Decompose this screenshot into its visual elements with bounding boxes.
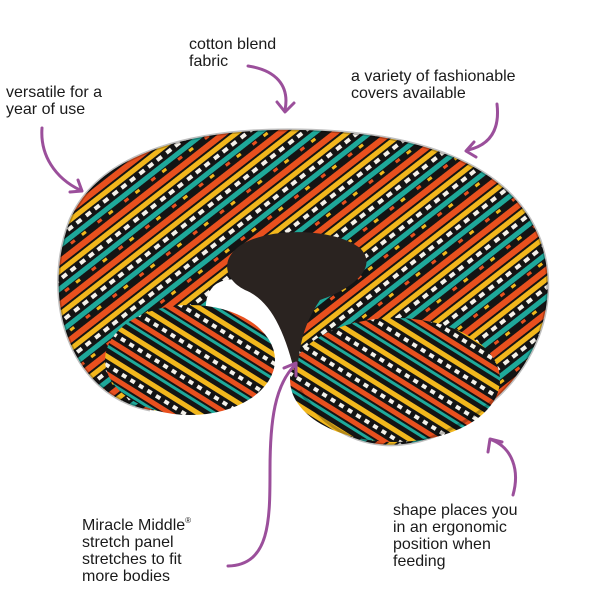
pillow-center-opening (227, 232, 367, 378)
label-ergonomic-shape: shape places you in an ergonomic positio… (393, 502, 518, 570)
curved-arrow-icon (486, 437, 517, 497)
curved-arrow-icon (464, 102, 500, 159)
curved-arrow-icon (40, 126, 84, 194)
curved-arrow-icon (246, 64, 296, 114)
right-arm-end (290, 318, 500, 442)
label-miracle-middle: Miracle Middle® stretch panel stretches … (82, 516, 192, 586)
curved-arrow-icon (226, 361, 298, 568)
label-fashionable-covers: a variety of fashionable covers availabl… (351, 68, 516, 102)
label-cotton-fabric: cotton blend fabric (189, 36, 277, 70)
trademark-symbol: ® (185, 516, 192, 525)
left-arm-end (105, 305, 275, 415)
label-versatile: versatile for a year of use (6, 84, 103, 118)
